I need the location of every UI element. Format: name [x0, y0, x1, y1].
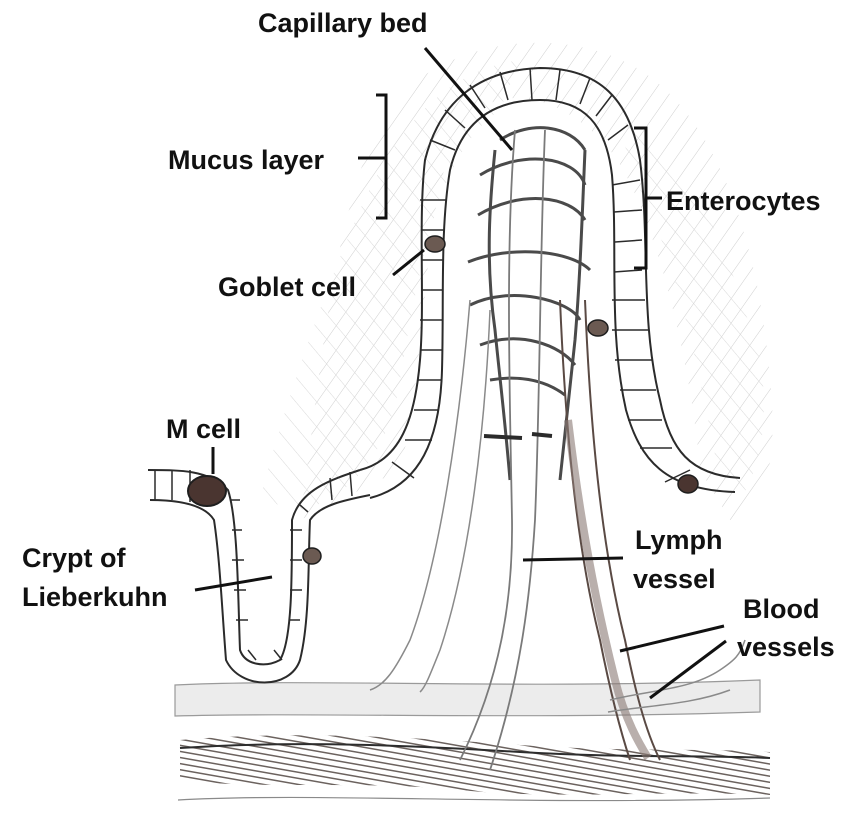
- crypt-label-line2: Lieberkuhn: [22, 582, 168, 612]
- lymph-leader: [523, 558, 623, 560]
- goblet-cell-label: Goblet cell: [218, 272, 356, 302]
- lymph-label-line1: Lymph: [635, 525, 723, 555]
- m-cell-label: M cell: [166, 414, 241, 444]
- mucus-layer-label: Mucus layer: [168, 145, 324, 175]
- crypt-goblet-shape: [303, 548, 321, 564]
- submucosa: [175, 680, 770, 801]
- enterocytes-label: Enterocytes: [666, 186, 821, 216]
- m-cell-shape: [188, 476, 226, 506]
- crypt-epithelium: [148, 470, 370, 683]
- blood-label-line1: Blood: [743, 594, 819, 624]
- crypt-label-line1: Crypt of: [22, 543, 126, 573]
- lymph-label-line2: vessel: [633, 564, 716, 594]
- goblet-cell-shape-2: [588, 320, 608, 336]
- crypt-leader: [195, 577, 272, 590]
- capillary-bed-label: Capillary bed: [258, 8, 428, 38]
- goblet-cell-shape-3: [678, 475, 698, 493]
- blood-leader-1: [620, 626, 724, 651]
- goblet-cell-shape: [425, 236, 445, 252]
- blood-label-line2: vessels: [737, 632, 835, 662]
